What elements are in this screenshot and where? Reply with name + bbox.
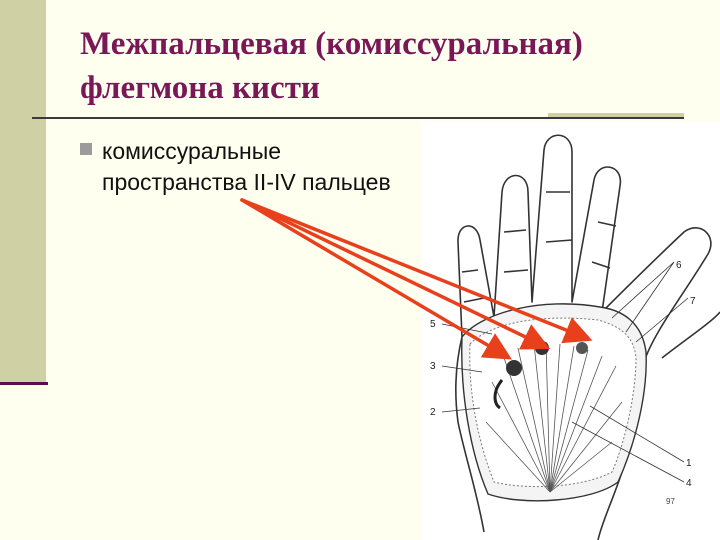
slide-title: Межпальцевая (комиссуральная) флегмона к… xyxy=(80,22,700,110)
figure-label-2: 2 xyxy=(430,407,436,418)
sidebar-rule xyxy=(0,382,48,385)
square-bullet-icon xyxy=(80,143,92,155)
figure-label-7: 7 xyxy=(690,296,696,307)
title-line-1: Межпальцевая (комиссуральная) xyxy=(80,26,583,62)
hand-drawing: 5 3 2 6 7 1 4 97 xyxy=(430,134,720,540)
figure-label-3: 3 xyxy=(430,361,436,372)
hand-illustration: 5 3 2 6 7 1 4 97 xyxy=(422,122,720,540)
figure-label-1: 1 xyxy=(686,458,692,469)
bullet-text: комиссуральные пространства II-IV пальце… xyxy=(102,138,391,195)
sidebar-band xyxy=(0,0,46,382)
page-number: 97 xyxy=(666,497,675,506)
thumb-outline xyxy=(661,311,720,359)
divider-accent xyxy=(548,113,684,118)
figure-label-4: 4 xyxy=(686,478,692,489)
figure-label-5: 5 xyxy=(430,319,436,330)
title-divider xyxy=(32,117,684,119)
figure-label-6: 6 xyxy=(676,260,682,271)
title-line-2: флегмона кисти xyxy=(80,70,320,106)
palm-dissection xyxy=(461,303,647,502)
